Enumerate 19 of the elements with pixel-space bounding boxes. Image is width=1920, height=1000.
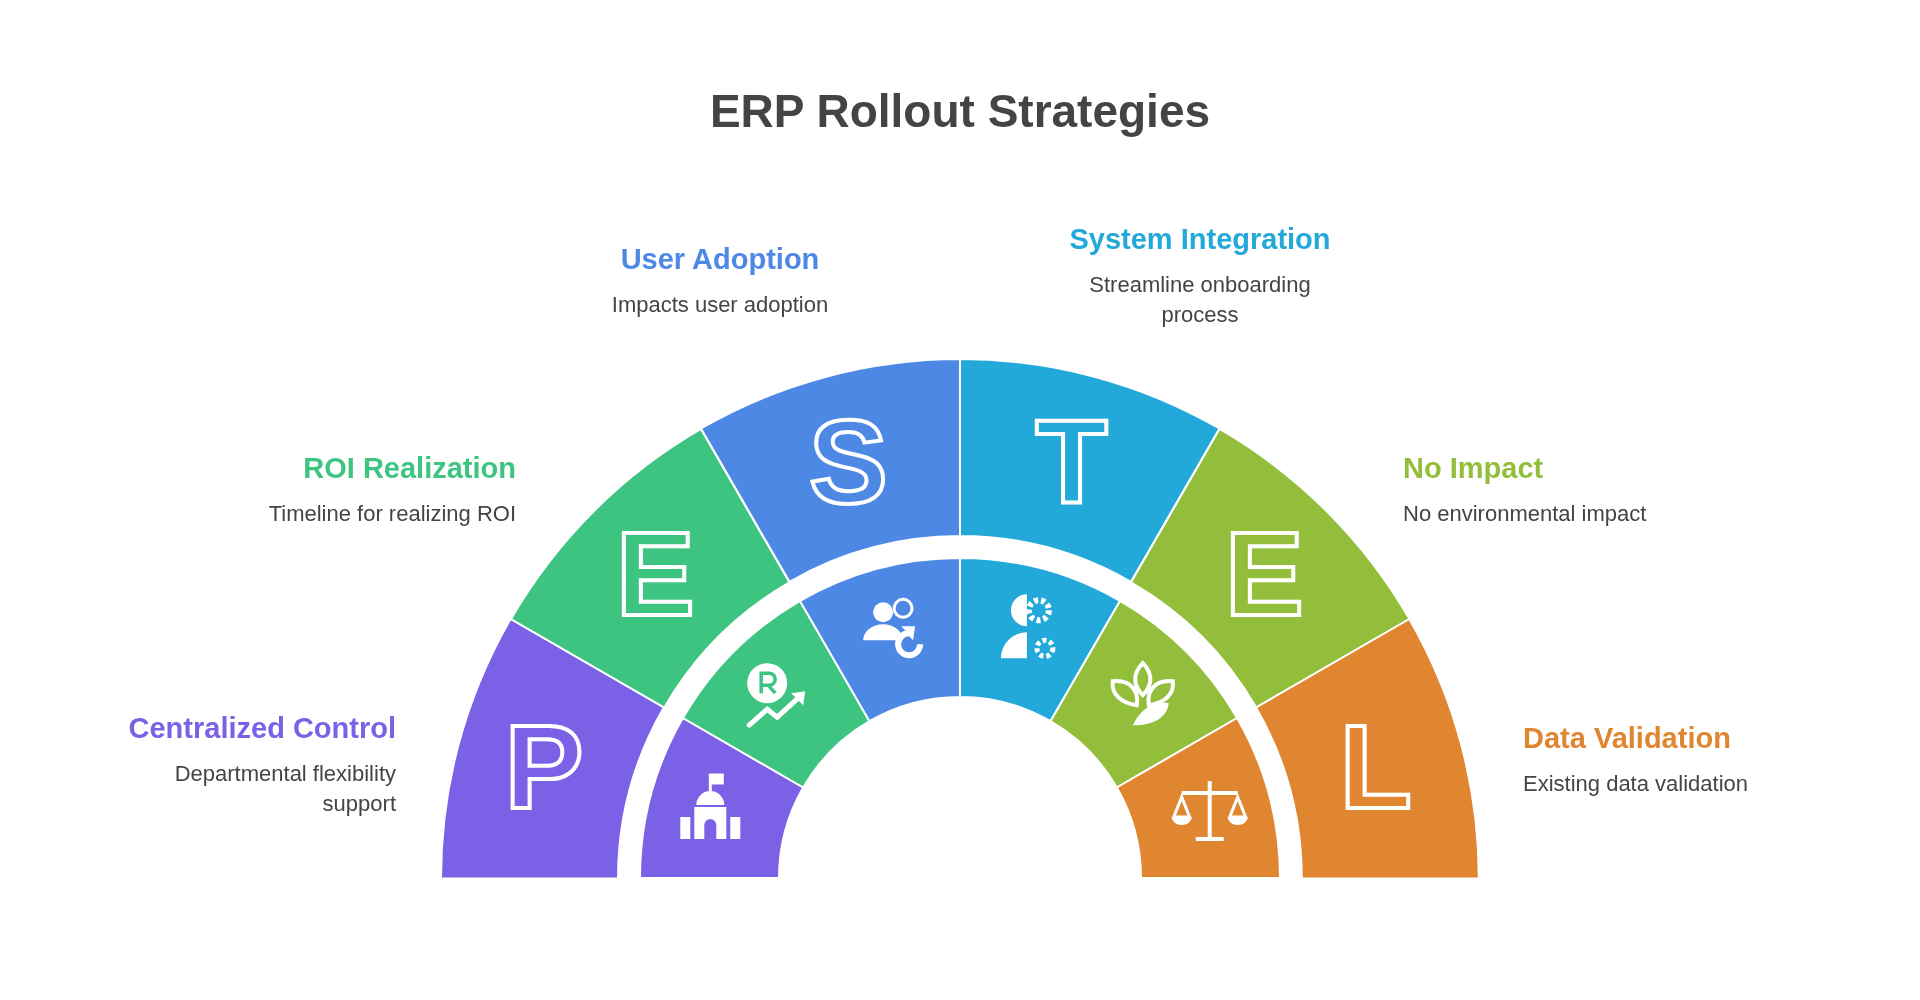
description: Timeline for realizing ROI xyxy=(267,500,516,528)
heading: Data Validation xyxy=(1523,722,1732,755)
segment-letter: L xyxy=(1339,707,1412,826)
heading: Centralized Control xyxy=(127,712,396,745)
title: ERP Rollout Strategies xyxy=(708,84,1212,138)
description: No environmental impact xyxy=(1403,500,1648,528)
segment-letter: E xyxy=(1224,514,1304,633)
segment-letter: T xyxy=(1035,403,1108,522)
description: Streamline onboarding process xyxy=(1088,271,1312,329)
heading: ROI Realization xyxy=(302,452,516,485)
description: Existing data validation xyxy=(1523,770,1750,798)
description: Departmental flexibility support xyxy=(173,760,396,818)
heading: User Adoption xyxy=(619,243,821,276)
description: Impacts user adoption xyxy=(610,291,830,319)
segment-letter: E xyxy=(616,514,695,633)
segment-letter: S xyxy=(809,403,888,522)
heading: No Impact xyxy=(1403,452,1545,485)
heading: System Integration xyxy=(1068,223,1332,256)
segment-letter: P xyxy=(504,707,584,826)
